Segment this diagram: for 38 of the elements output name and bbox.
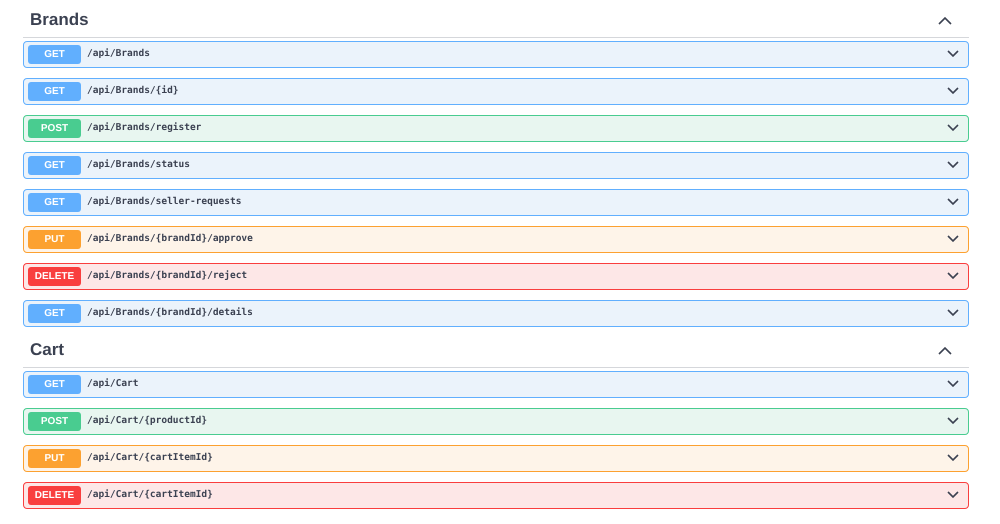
method-badge: DELETE (28, 267, 81, 286)
endpoint-row (23, 152, 969, 179)
method-badge: GET (28, 375, 81, 394)
endpoint-row (23, 300, 969, 327)
endpoint-path: /api/Brands/seller-requests (87, 196, 242, 207)
method-badge: GET (28, 45, 81, 64)
endpoint-path: /api/Cart (87, 378, 138, 389)
method-badge: PUT (28, 449, 81, 468)
endpoint-path: /api/Cart/{cartItemId} (87, 489, 213, 500)
endpoint-row (23, 189, 969, 216)
endpoint-path: /api/Brands (87, 48, 150, 59)
section-heading: Cart (30, 340, 64, 360)
endpoint-row (23, 408, 969, 435)
method-badge: GET (28, 304, 81, 323)
method-badge: GET (28, 82, 81, 101)
method-badge: GET (28, 193, 81, 212)
endpoint-path: /api/Brands/status (87, 159, 190, 170)
method-badge: POST (28, 119, 81, 138)
endpoint-path: /api/Brands/{brandId}/approve (87, 233, 253, 244)
endpoint-path: /api/Cart/{productId} (87, 415, 208, 426)
endpoint-row (23, 226, 969, 253)
method-badge: GET (28, 156, 81, 175)
endpoint-row (23, 263, 969, 290)
section-heading: Brands (30, 10, 89, 30)
endpoint-row (23, 78, 969, 105)
endpoint-path: /api/Brands/{id} (87, 85, 179, 96)
method-badge: DELETE (28, 486, 81, 505)
endpoint-row (23, 445, 969, 472)
method-badge: POST (28, 412, 81, 431)
endpoint-path: /api/Brands/register (87, 122, 202, 133)
endpoint-row (23, 371, 969, 398)
endpoint-row (23, 115, 969, 142)
endpoint-row (23, 41, 969, 68)
method-badge: PUT (28, 230, 81, 249)
endpoint-row (23, 482, 969, 509)
endpoint-path: /api/Brands/{brandId}/details (87, 307, 253, 318)
endpoint-path: /api/Brands/{brandId}/reject (87, 270, 248, 281)
endpoint-path: /api/Cart/{cartItemId} (87, 452, 213, 463)
